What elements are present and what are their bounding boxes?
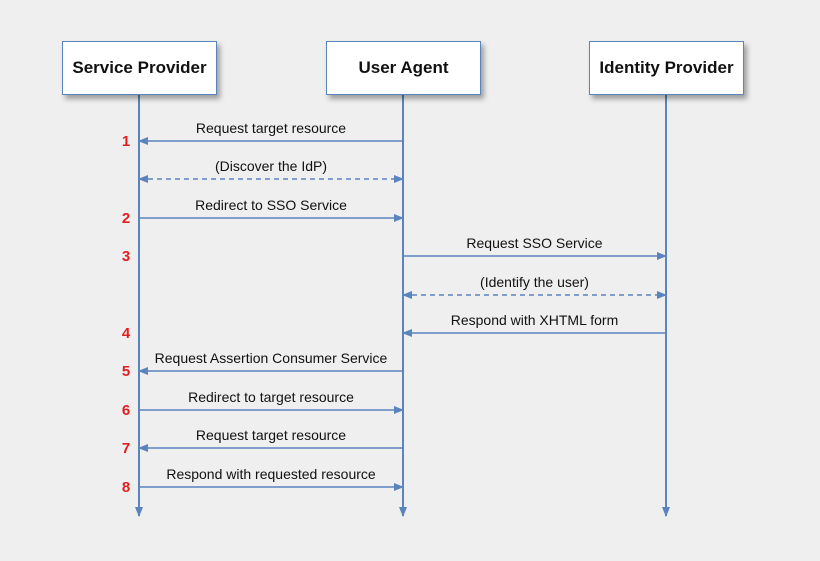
message-2: (Discover the IdP) xyxy=(138,158,404,183)
message-label: Respond with XHTML form xyxy=(451,312,619,328)
message-5: (Identify the user) xyxy=(402,274,667,299)
message-label: Request target resource xyxy=(196,120,346,136)
step-number: 5 xyxy=(122,363,130,380)
message-4: Request SSO Service 3 xyxy=(122,235,667,265)
message-label: Respond with requested resource xyxy=(166,466,376,482)
message-label: Request SSO Service xyxy=(466,235,602,251)
step-number: 1 xyxy=(122,133,130,150)
message-label: Redirect to SSO Service xyxy=(195,197,347,213)
message-label: (Identify the user) xyxy=(480,274,589,290)
message-8: Redirect to target resource 6 xyxy=(122,389,404,419)
step-number: 8 xyxy=(122,479,130,496)
message-label: Request Assertion Consumer Service xyxy=(155,350,388,366)
message-10: Respond with requested resource 8 xyxy=(122,466,404,496)
message-6: Respond with XHTML form 4 xyxy=(122,312,666,342)
step-number: 7 xyxy=(122,440,130,457)
message-label: (Discover the IdP) xyxy=(215,158,327,174)
step-number: 2 xyxy=(122,210,130,227)
message-label: Redirect to target resource xyxy=(188,389,354,405)
actor-user-agent: User Agent xyxy=(326,41,481,95)
step-number: 4 xyxy=(122,325,131,342)
actor-service-provider: Service Provider xyxy=(62,41,217,95)
actor-identity-provider: Identity Provider xyxy=(589,41,744,95)
message-label: Request target resource xyxy=(196,427,346,443)
message-7: Request Assertion Consumer Service 5 xyxy=(122,350,403,380)
message-3: Redirect to SSO Service 2 xyxy=(122,197,404,227)
message-1: Request target resource 1 xyxy=(122,120,403,150)
step-number: 6 xyxy=(122,402,130,419)
message-9: Request target resource 7 xyxy=(122,427,403,457)
step-number: 3 xyxy=(122,248,130,265)
